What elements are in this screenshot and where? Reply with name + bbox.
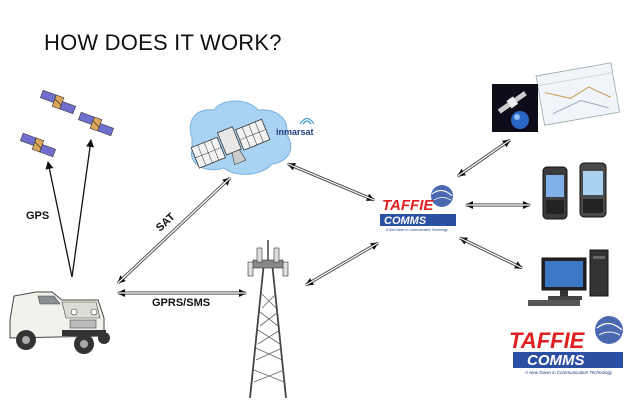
page-title: HOW DOES IT WORK? xyxy=(44,30,282,55)
gps-label: GPS xyxy=(26,210,49,222)
pickup-truck-icon xyxy=(9,291,110,354)
brand-tagline: A New Dawn in Communication Technology xyxy=(385,228,448,232)
server-icon xyxy=(492,62,620,132)
brand-tagline-large: A New Dawn in Communication Technology xyxy=(524,370,613,375)
brand-line2-large: COMMS xyxy=(527,352,585,369)
cell-tower-icon xyxy=(247,240,289,399)
gps-satellite-icon xyxy=(76,111,116,137)
mobile-phone-icon xyxy=(542,162,607,220)
gps-link-arrows xyxy=(45,139,95,278)
desktop-computer-icon xyxy=(528,249,609,306)
gps-satellite-icon xyxy=(38,89,78,115)
taffie-comms-logo-large: TAFFIE COMMS A New Dawn in Communication… xyxy=(503,316,627,380)
gps-satellite-icon xyxy=(18,132,58,158)
inmarsat-label: inmarsat xyxy=(276,127,314,137)
brand-line1: TAFFIE xyxy=(382,197,434,214)
brand-line1-large: TAFFIE xyxy=(509,328,586,353)
taffie-comms-logo: TAFFIE COMMS A New Dawn in Communication… xyxy=(376,185,458,240)
brand-line2: COMMS xyxy=(384,215,427,227)
gprs-label: GPRS/SMS xyxy=(152,297,210,309)
inmarsat-satellite-icon xyxy=(189,100,315,175)
